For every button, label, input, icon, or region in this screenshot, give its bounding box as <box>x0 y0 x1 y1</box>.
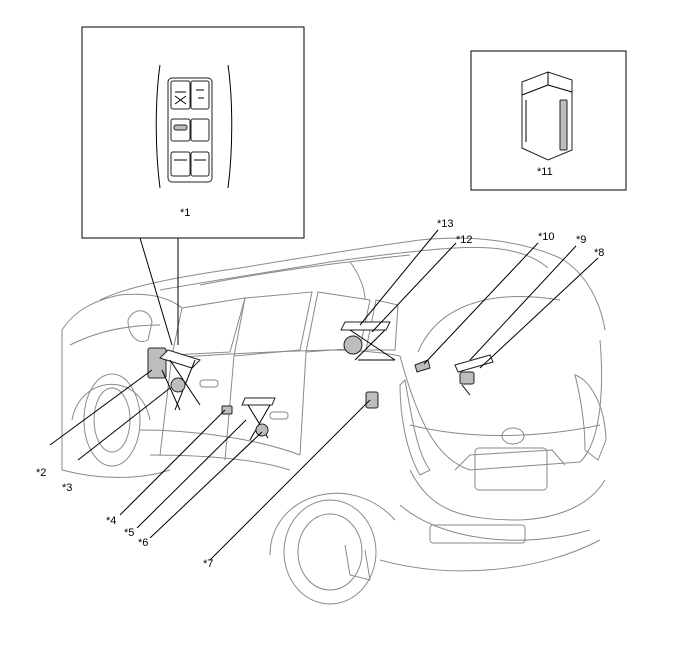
parts <box>147 321 494 441</box>
rear-door-window-regulator <box>340 321 396 361</box>
callout-9: *9 <box>576 234 586 246</box>
callout-11: *11 <box>537 166 553 178</box>
back-door-motor <box>454 354 494 396</box>
callout-1: *1 <box>180 207 190 219</box>
back-door-sensor <box>414 359 431 373</box>
callout-4: *4 <box>106 515 116 527</box>
vehicle-outline <box>61 237 607 605</box>
callout-13: *13 <box>437 218 454 230</box>
rear-window-regulator <box>241 397 276 441</box>
callout-labels: *1 *2 *3 *4 *5 *6 *7 *8 *9 *10 *11 *12 *… <box>36 166 604 570</box>
front-door-module <box>147 347 167 379</box>
quarter-module <box>365 391 379 409</box>
leader-lines <box>49 229 599 561</box>
front-window-regulator <box>159 349 201 411</box>
callout-7: *7 <box>203 558 213 570</box>
inset-ecu <box>470 50 627 191</box>
rear-door-switch <box>221 405 233 415</box>
inset-power-window-switch <box>81 26 305 346</box>
callout-2: *2 <box>36 467 46 479</box>
callout-8: *8 <box>594 247 604 259</box>
callout-12: *12 <box>456 234 473 246</box>
callout-10: *10 <box>538 231 555 243</box>
callout-5: *5 <box>124 527 134 539</box>
callout-3: *3 <box>62 482 72 494</box>
callout-6: *6 <box>138 537 148 549</box>
